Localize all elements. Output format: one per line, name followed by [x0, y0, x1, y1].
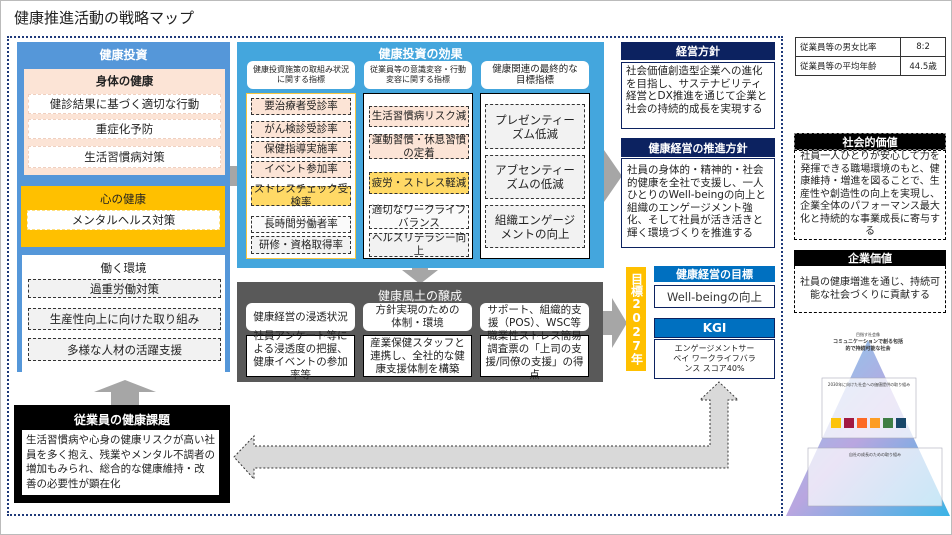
- strategy-map-frame: [7, 36, 783, 516]
- final-goal-indicators: プレゼンティーズム低減 アブセンティーズムの低減 組織エンゲージメントの向上: [480, 93, 590, 259]
- box-title: 心の健康: [100, 192, 146, 206]
- indicator: ヘルスリテラシー向上: [369, 232, 469, 257]
- item: 健診結果に基づく適切な行動: [28, 94, 221, 114]
- indicator: 適切なワークライフバランス: [369, 204, 469, 229]
- panel-title: 健康風土の醸成: [377, 289, 462, 303]
- physical-health-box: 身体の健康 健診結果に基づく適切な行動 重症化予防 生活習慣病対策: [24, 69, 225, 175]
- health-investment-panel: 健康投資 身体の健康 健診結果に基づく適切な行動 重症化予防 生活習慣病対策 心…: [17, 42, 230, 372]
- promotion-policy-text: 社員の身体的・精神的・社会的健康を全社で支援し、一人ひとりのWell-being…: [621, 158, 775, 248]
- investment-effect-panel: 健康投資の効果 健康投資施策の取組み状況に関する指標 従業員等の意識変容・行動変…: [237, 42, 604, 268]
- item: 生活習慣病対策: [28, 146, 221, 168]
- column-header: 方針実現のための体制・環境: [363, 303, 472, 331]
- pyramid-top-text: コミュニケーションで創る包括的で持続可能な社会: [833, 339, 903, 352]
- pyramid-shape: [786, 340, 950, 516]
- panel-title: 健康投資: [99, 48, 148, 62]
- health-culture-panel: 健康風土の醸成 健康経営の浸透状況 方針実現のための体制・環境 サポート、組織的…: [237, 282, 603, 382]
- corporate-value-text: 社員の健康増進を通じ、持続可能な社会づくりに貢献する: [794, 266, 946, 313]
- column-header: 健康経営の浸透状況: [246, 303, 355, 331]
- stat-value: 8:2: [900, 37, 946, 57]
- column-header: サポート、組織的支援（POS）、WSC等: [480, 303, 589, 331]
- culture-text: 社員アンケート等による浸透度の把握、健康イベントの参加率等: [246, 330, 355, 381]
- management-policy-text: 社会価値創造型企業への進化を目指し、サステナビリティ経営とDX推進を通じて企業と…: [621, 62, 775, 129]
- indicator: プレゼンティーズム低減: [485, 104, 585, 149]
- issue-text: 生活習慣病や心身の健康リスクが高い社員を多く抱え、残業やメンタル不調者の増加もみ…: [22, 430, 219, 495]
- arrow-right-icon: [600, 298, 627, 348]
- work-environment-box: 働く環境 過重労働対策 生産性向上に向けた取り組み 多様な人材の活躍支援: [22, 255, 225, 372]
- promotion-policy-header: 健康経営の推進方針: [621, 138, 775, 157]
- indicator: 疲労・ストレス軽減: [369, 172, 469, 194]
- indicator: アブセンティーズムの低減: [485, 155, 585, 199]
- arrow-right-icon: [588, 150, 622, 202]
- pyramid-bottom-text: 自社の成長のための取り組み: [849, 452, 901, 457]
- item: 多様な人材の活躍支援: [28, 338, 221, 361]
- kgi-text: エンゲージメントサーベイ ワークライフバランス スコア40%: [654, 339, 775, 379]
- culture-text: 産業保健スタッフと連携し、全社的な健康支援体制を構築: [363, 335, 472, 377]
- indicator: ストレスチェック受検率: [251, 183, 351, 208]
- item: 過重労働対策: [28, 279, 221, 298]
- vision-pyramid-image: 目指す社会像 コミュニケーションで創る包括的で持続可能な社会 2030年に向けた…: [786, 322, 950, 516]
- goal-text: Well-beingの向上: [654, 285, 775, 308]
- kgi-header: KGI: [654, 318, 775, 338]
- column-header: 健康投資施策の取組み状況に関する指標: [247, 61, 355, 89]
- indicator: 要治療者受診率: [251, 98, 351, 115]
- indicator: 保健指導実施率: [251, 141, 351, 158]
- process-indicators: 要治療者受診率 がん検診受診率 保健指導実施率 イベント参加率 ストレスチェック…: [246, 93, 356, 259]
- pyramid-mid-text: 2030年に向けた社会への価値提供の取り組み: [827, 382, 911, 387]
- box-title: 身体の健康: [95, 74, 154, 88]
- pyramid-caption: 目指す社会像: [856, 332, 880, 337]
- panel-title: 健康投資の効果: [378, 47, 463, 61]
- arrow-up-icon: [94, 380, 156, 406]
- connector-band: [229, 166, 239, 186]
- page-title: 健康推進活動の戦略マップ: [14, 9, 195, 27]
- culture-text: 職業性ストレス簡易調査票の「上司の支援/同僚の支援」の得点: [480, 330, 589, 381]
- goal-header: 健康経営の目標: [654, 266, 775, 282]
- column-header: 従業員等の意識変容・行動変容に関する指標: [364, 61, 472, 89]
- indicator: 研修・資格取得率: [251, 236, 351, 254]
- goal-year-label: 目標2027年: [626, 267, 646, 371]
- corporate-value-header: 企業価値: [794, 250, 946, 266]
- item: 生産性向上に向けた取り組み: [28, 308, 221, 330]
- indicator: 生活習慣病リスク減: [369, 106, 469, 127]
- indicator: 組織エンゲージメントの向上: [485, 205, 585, 248]
- box-title: 働く環境: [100, 261, 147, 275]
- indicator: 運動習慣・休息習慣の定着: [369, 134, 469, 159]
- mental-health-box: 心の健康 メンタルヘルス対策: [21, 186, 225, 247]
- sdg-icons: [831, 418, 906, 428]
- feedback-arrow-icon: [233, 381, 740, 480]
- arrow-down-icon: [402, 262, 438, 284]
- indicator: イベント参加率: [251, 161, 351, 178]
- item: 重症化予防: [28, 119, 221, 139]
- item: メンタルヘルス対策: [27, 210, 220, 230]
- stat-label: 従業員等の男女比率: [794, 37, 902, 57]
- social-value-text: 社員一人ひとりが安心して力を発揮できる職場環境のもと、健康維持・増進を図ることで…: [794, 150, 946, 240]
- indicator: 長時間労働者率: [251, 216, 351, 233]
- stat-value: 44.5歳: [900, 56, 946, 76]
- employee-health-issue-box: 従業員の健康課題 生活習慣病や心身の健康リスクが高い社員を多く抱え、残業やメンタ…: [14, 405, 230, 503]
- management-policy-header: 経営方針: [621, 42, 775, 60]
- column-header: 健康関連の最終的な目標指標: [481, 61, 589, 89]
- indicator: がん検診受診率: [251, 121, 351, 138]
- issue-title: 従業員の健康課題: [73, 413, 170, 427]
- social-value-header: 社会的価値: [794, 133, 946, 150]
- behavior-indicators: 生活習慣病リスク減 運動習慣・休息習慣の定着 疲労・ストレス軽減 適切なワークラ…: [363, 93, 473, 259]
- stat-label: 従業員等の平均年齢: [794, 56, 902, 76]
